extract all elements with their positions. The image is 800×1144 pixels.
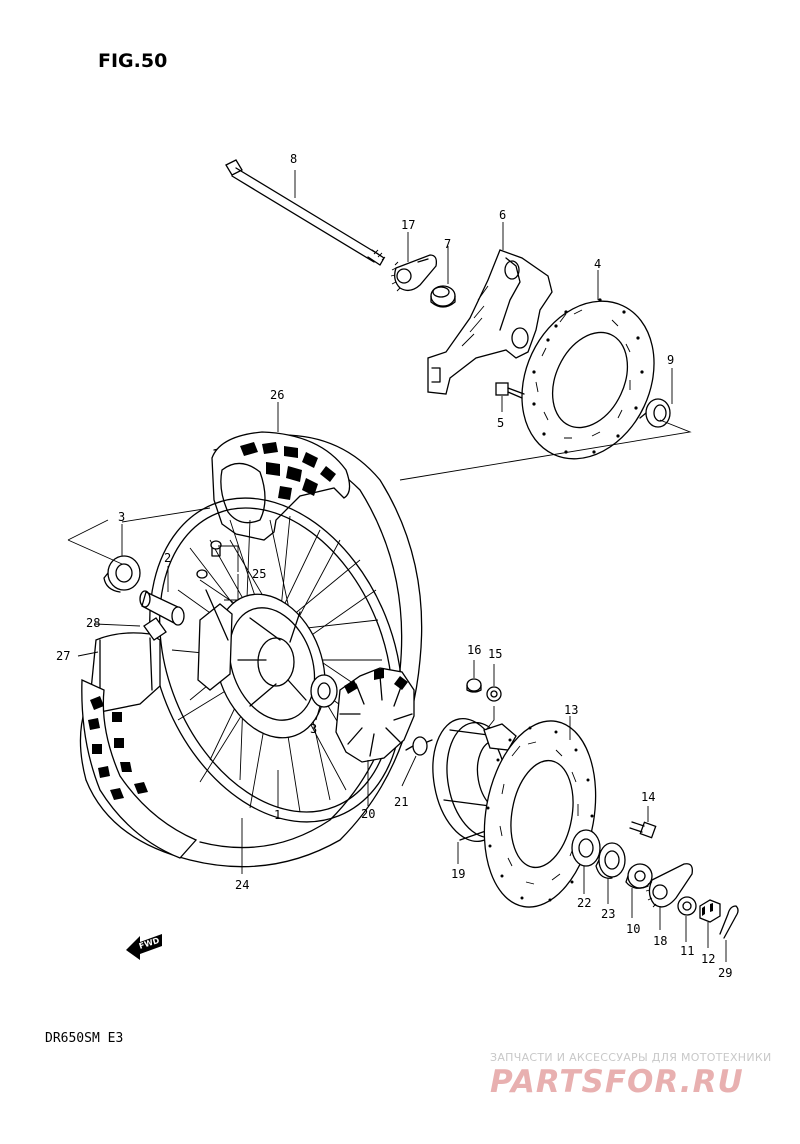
callout-15: 15 <box>488 647 502 661</box>
watermark-tagline: ЗАПЧАСТИ И АКСЕССУАРЫ ДЛЯ МОТОТЕХНИКИ <box>490 1051 772 1064</box>
rim-band-28 <box>143 617 167 641</box>
nut-9 <box>639 398 671 428</box>
callout-13: 13 <box>564 703 578 717</box>
stud-21 <box>405 736 433 756</box>
callout-3-right: 3 <box>310 722 317 736</box>
chain-adjuster-17 <box>390 254 438 292</box>
callout-7: 7 <box>444 237 451 251</box>
bolt-5 <box>495 382 525 399</box>
callout-29: 29 <box>718 966 732 980</box>
washer-11 <box>677 896 697 916</box>
callout-11: 11 <box>680 944 694 958</box>
watermark-brand: PARTSFOR.RU <box>490 1064 744 1100</box>
callout-18: 18 <box>653 934 667 948</box>
callout-23: 23 <box>601 907 615 921</box>
callout-22: 22 <box>577 896 591 910</box>
callout-5: 5 <box>497 416 504 430</box>
bearing-3-left <box>103 555 141 593</box>
callout-6: 6 <box>499 208 506 222</box>
tire-section-27 <box>81 632 198 859</box>
callout-19: 19 <box>451 867 465 881</box>
caliper-bracket-6 <box>427 249 553 395</box>
callout-27: 27 <box>56 649 70 663</box>
oil-seal-23 <box>595 842 626 879</box>
callout-25: 25 <box>252 567 266 581</box>
callout-17: 17 <box>401 218 415 232</box>
callout-9: 9 <box>667 353 674 367</box>
spoke-nipple-25 <box>196 540 229 641</box>
cotter-pin-29 <box>719 905 739 939</box>
cush-damper-20 <box>335 667 415 763</box>
model-code: DR650SM E3 <box>45 1031 123 1046</box>
callout-24: 24 <box>235 878 249 892</box>
rear-sprocket-13 <box>483 720 597 908</box>
callout-21: 21 <box>394 795 408 809</box>
callout-12: 12 <box>701 952 715 966</box>
callout-2: 2 <box>164 551 171 565</box>
wheel-hub <box>197 593 326 739</box>
callout-14: 14 <box>641 790 655 804</box>
figure-title: FIG.50 <box>98 50 167 72</box>
callout-20: 20 <box>361 807 375 821</box>
axle-drawing <box>225 159 386 266</box>
callout-3-left: 3 <box>118 510 125 524</box>
forward-arrow-icon: FWD <box>126 934 162 960</box>
bolt-14 <box>629 821 657 839</box>
callout-8: 8 <box>290 152 297 166</box>
leader-lines <box>67 170 727 962</box>
callout-26: 26 <box>270 388 284 402</box>
callouts: 8 17 7 6 4 9 5 26 3 2 25 28 27 3 16 15 1… <box>56 152 732 980</box>
callout-1: 1 <box>274 808 281 822</box>
spacer-10 <box>625 863 653 889</box>
spacer-2 <box>139 590 185 626</box>
bearing-3-right <box>310 674 338 708</box>
callout-10: 10 <box>626 922 640 936</box>
washer-16 <box>466 678 482 693</box>
bolt-15 <box>486 686 502 702</box>
bearing-22 <box>571 829 601 867</box>
chain-adjuster-18 <box>645 863 693 908</box>
tire-section-26 <box>211 431 351 541</box>
callout-28: 28 <box>86 616 100 630</box>
castle-nut-12 <box>699 899 721 923</box>
callout-4: 4 <box>594 257 601 271</box>
callout-16: 16 <box>467 643 481 657</box>
collar-7 <box>430 285 456 308</box>
